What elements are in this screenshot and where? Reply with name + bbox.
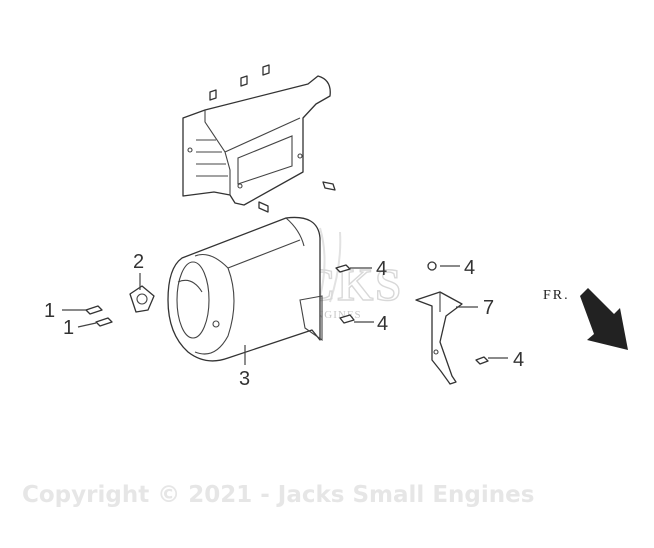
bolt-upper-left xyxy=(85,305,103,315)
copyright-watermark: Copyright © 2021 - Jacks Small Engines xyxy=(22,482,534,508)
muffler-body xyxy=(167,216,323,362)
screw-center xyxy=(339,314,355,324)
front-direction-arrow-icon xyxy=(580,288,628,350)
leader-lines xyxy=(62,265,508,365)
callout-bracket: 7 xyxy=(483,297,494,319)
callout-bolt-lower: 1 xyxy=(63,317,74,339)
callout-gasket: 2 xyxy=(133,251,144,273)
callout-screw-upper: 4 xyxy=(376,258,387,280)
callout-nut: 4 xyxy=(464,257,475,279)
callout-muffler: 3 xyxy=(239,368,250,390)
nut-top-right xyxy=(427,261,437,271)
bolt-lower-left xyxy=(95,317,113,327)
callout-bolt-upper: 1 xyxy=(44,300,55,322)
bracket xyxy=(415,291,463,385)
screw-upper-center xyxy=(335,264,351,273)
front-direction-label: FR. xyxy=(543,288,570,303)
callout-screw-center: 4 xyxy=(377,313,388,335)
shield-top-bolts xyxy=(209,64,270,101)
gasket xyxy=(129,285,155,313)
screw-lower-right xyxy=(475,356,489,365)
callout-screw-lower: 4 xyxy=(513,349,524,371)
shield-bolt-right xyxy=(322,181,336,191)
heat-shield xyxy=(182,64,336,213)
shield-bolt-bottom xyxy=(258,201,269,213)
